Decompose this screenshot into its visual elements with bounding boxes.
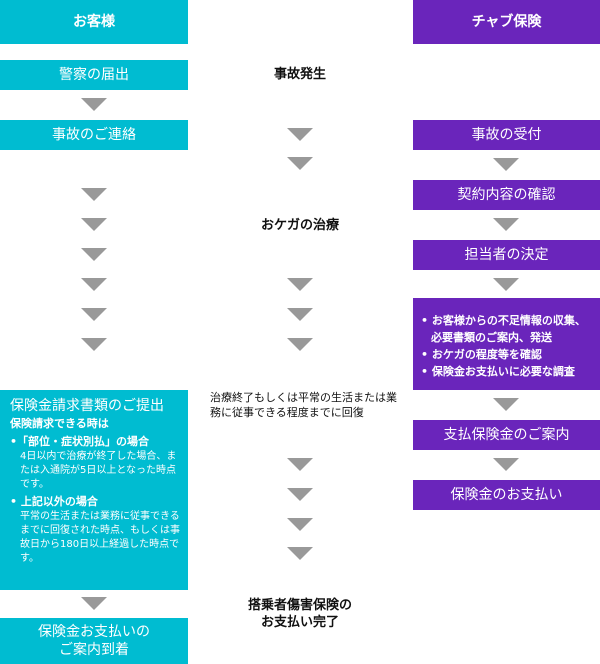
step-reception: 事故の受付 <box>413 120 600 150</box>
chubb-header: チャブ保険 <box>413 0 600 44</box>
down-arrow-icon <box>287 338 313 351</box>
step-assign-staff: 担当者の決定 <box>413 240 600 270</box>
customer-header: お客様 <box>0 0 188 44</box>
down-arrow-icon <box>81 278 107 291</box>
claim-title: 保険金請求書類のご提出 <box>10 398 164 414</box>
down-arrow-icon <box>81 308 107 321</box>
case-desc: 平常の生活または業務に従事できるまでに回復された時点、もしくは事故日から180日… <box>20 511 180 564</box>
down-arrow-icon <box>493 158 519 171</box>
down-arrow-icon <box>81 188 107 201</box>
down-arrow-icon <box>287 308 313 321</box>
down-arrow-icon <box>287 547 313 560</box>
step-payment: 保険金のお支払い <box>413 480 600 510</box>
down-arrow-icon <box>493 458 519 471</box>
step-accident-contact: 事故のご連絡 <box>0 120 188 150</box>
down-arrow-icon <box>287 157 313 170</box>
step-claim-submission: 保険金請求書類のご提出 保険請求できる時は •「部位・症状別払」の場合 4日以内… <box>0 390 188 590</box>
down-arrow-icon <box>81 98 107 111</box>
case-desc: 4日以内で治療が終了した場合、または入通院が5日以上となった時点です。 <box>20 451 177 490</box>
down-arrow-icon <box>287 518 313 531</box>
event-treatment: おケガの治療 <box>260 218 339 233</box>
step-payment-guidance: 支払保険金のご案内 <box>413 420 600 450</box>
down-arrow-icon <box>81 218 107 231</box>
claim-subtitle: 保険請求できる時は <box>10 417 109 430</box>
down-arrow-icon <box>287 488 313 501</box>
task-item: • 保険金お支払いに必要な調査 <box>421 365 575 378</box>
step-payment-notice: 保険金お支払いのご案内到着 <box>0 618 188 664</box>
step-police-report: 警察の届出 <box>0 60 188 90</box>
step-investigation: • お客様からの不足情報の収集、必要書類のご案内、発送 • おケガの程度等を確認… <box>413 298 600 390</box>
case-label: • 上記以外の場合 <box>10 495 98 508</box>
down-arrow-icon <box>287 278 313 291</box>
down-arrow-icon <box>493 278 519 291</box>
down-arrow-icon <box>81 248 107 261</box>
down-arrow-icon <box>81 597 107 610</box>
task-item: • おケガの程度等を確認 <box>421 348 542 361</box>
event-accident: 事故発生 <box>273 67 326 82</box>
down-arrow-icon <box>287 128 313 141</box>
step-contract-check: 契約内容の確認 <box>413 180 600 210</box>
task-item: • お客様からの不足情報の収集、必要書類のご案内、発送 <box>421 314 586 344</box>
case-label: •「部位・症状別払」の場合 <box>10 435 150 448</box>
down-arrow-icon <box>493 398 519 411</box>
event-complete: 搭乗者傷害保険のお支払い完了 <box>247 598 352 630</box>
down-arrow-icon <box>81 338 107 351</box>
down-arrow-icon <box>287 458 313 471</box>
down-arrow-icon <box>493 218 519 231</box>
event-recovery: 治療終了もしくは平常の生活または業務に従事できる程度までに回復 <box>210 391 397 419</box>
